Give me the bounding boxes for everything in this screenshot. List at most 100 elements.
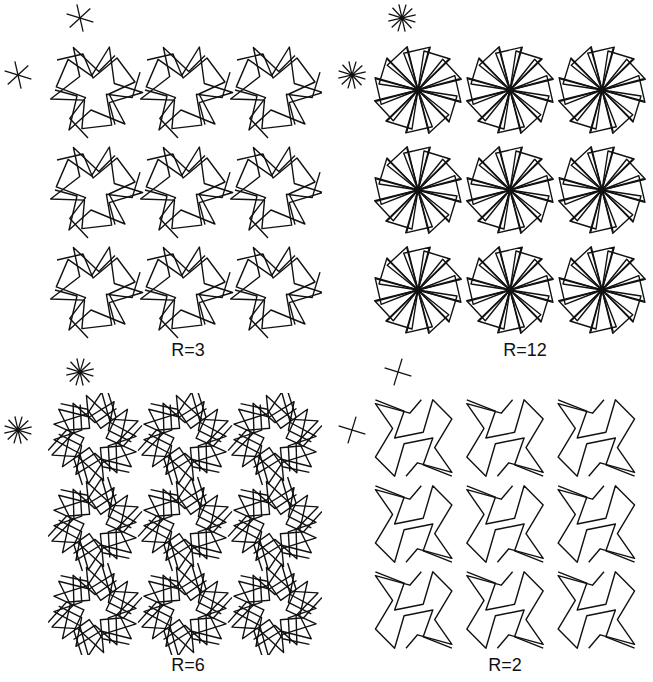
motif-line (54, 477, 136, 570)
motif-line (144, 477, 226, 570)
symmetry-glyph (339, 417, 366, 444)
motif-line (138, 482, 228, 559)
motif-line (235, 254, 315, 330)
motif-line (232, 575, 322, 652)
tiling-pattern (375, 47, 646, 334)
motif-line (375, 486, 452, 562)
motif-line (228, 568, 318, 645)
symmetry-glyph (67, 4, 94, 31)
motif-line (149, 574, 222, 645)
motif-line (558, 400, 635, 476)
motif-line (54, 393, 136, 484)
motif-line (54, 563, 136, 655)
motif-line (234, 393, 316, 484)
motif-line (48, 568, 138, 645)
motif-line (232, 489, 322, 566)
motif-line (145, 154, 225, 230)
motif-line (48, 482, 138, 559)
motif-line (56, 47, 142, 138)
rotation-label: R=6 (169, 656, 207, 676)
motif-line (138, 568, 228, 645)
motif-line (236, 47, 322, 138)
motif-line (234, 563, 316, 655)
motif-line (235, 54, 315, 130)
rotation-label: R=12 (501, 341, 549, 361)
motif-line (467, 572, 543, 648)
motif-line (234, 478, 316, 571)
motif-line (467, 486, 543, 562)
symmetry-glyph (388, 4, 415, 31)
motif-line (145, 54, 225, 130)
motif-line (142, 575, 232, 652)
motif-line (142, 489, 232, 566)
motif-line (467, 400, 543, 476)
motif-line (52, 489, 142, 566)
symmetry-glyph (385, 359, 412, 386)
motif-line (558, 572, 635, 648)
motif-line (375, 486, 452, 562)
motif-line (571, 47, 613, 90)
motif-line (236, 147, 322, 238)
motif-line (467, 572, 543, 648)
symmetry-glyph (4, 416, 31, 443)
motif-line (232, 403, 322, 480)
motif-line (467, 400, 543, 476)
motif-line (52, 403, 142, 480)
motif-line (146, 147, 232, 238)
motif-line (59, 574, 132, 645)
motif-line (236, 247, 322, 338)
motif-line (56, 247, 142, 338)
motif-line (144, 393, 226, 485)
motif-line (234, 477, 316, 570)
motif-line (146, 247, 232, 338)
motif-line (48, 396, 138, 473)
motif-line (54, 478, 136, 571)
motif-line (138, 396, 228, 473)
motif-line (149, 488, 222, 559)
motif-line (558, 486, 635, 562)
motif-line (54, 564, 136, 655)
motif-line (144, 564, 226, 655)
motif-line (558, 486, 635, 562)
motif-line (144, 393, 226, 484)
motif-line (479, 47, 521, 90)
motif-line (387, 247, 429, 290)
motif-line (56, 147, 142, 238)
motif-line (239, 488, 312, 559)
motif-line (146, 47, 232, 138)
tiling-pattern (48, 393, 322, 655)
motif-line (387, 47, 429, 90)
motif-line (145, 254, 225, 330)
motif-line (558, 400, 635, 476)
motif-line (55, 254, 135, 330)
motif-line (375, 400, 452, 476)
motif-line (234, 393, 316, 485)
motif-line (479, 247, 521, 290)
rotation-label: R=3 (169, 341, 207, 361)
motif-line (149, 402, 222, 473)
rotation-label: R=2 (486, 656, 524, 676)
tiling-pattern (375, 400, 634, 648)
motif-line (387, 147, 429, 190)
motif-line (59, 488, 132, 559)
motif-line (375, 572, 452, 648)
motif-line (55, 54, 135, 130)
motif-line (234, 564, 316, 655)
motif-line (239, 402, 312, 473)
motif-line (467, 486, 543, 562)
motif-line (235, 154, 315, 230)
motif-line (228, 396, 318, 473)
motif-line (54, 393, 136, 485)
symmetry-glyph (338, 61, 365, 88)
motif-line (239, 574, 312, 645)
motif-line (571, 147, 613, 190)
motif-line (558, 572, 635, 648)
motif-line (52, 575, 142, 652)
motif-line (375, 572, 452, 648)
motif-line (142, 403, 232, 480)
motif-line (144, 563, 226, 655)
motif-line (59, 402, 132, 473)
motif-line (228, 482, 318, 559)
symmetry-glyph (5, 61, 32, 88)
